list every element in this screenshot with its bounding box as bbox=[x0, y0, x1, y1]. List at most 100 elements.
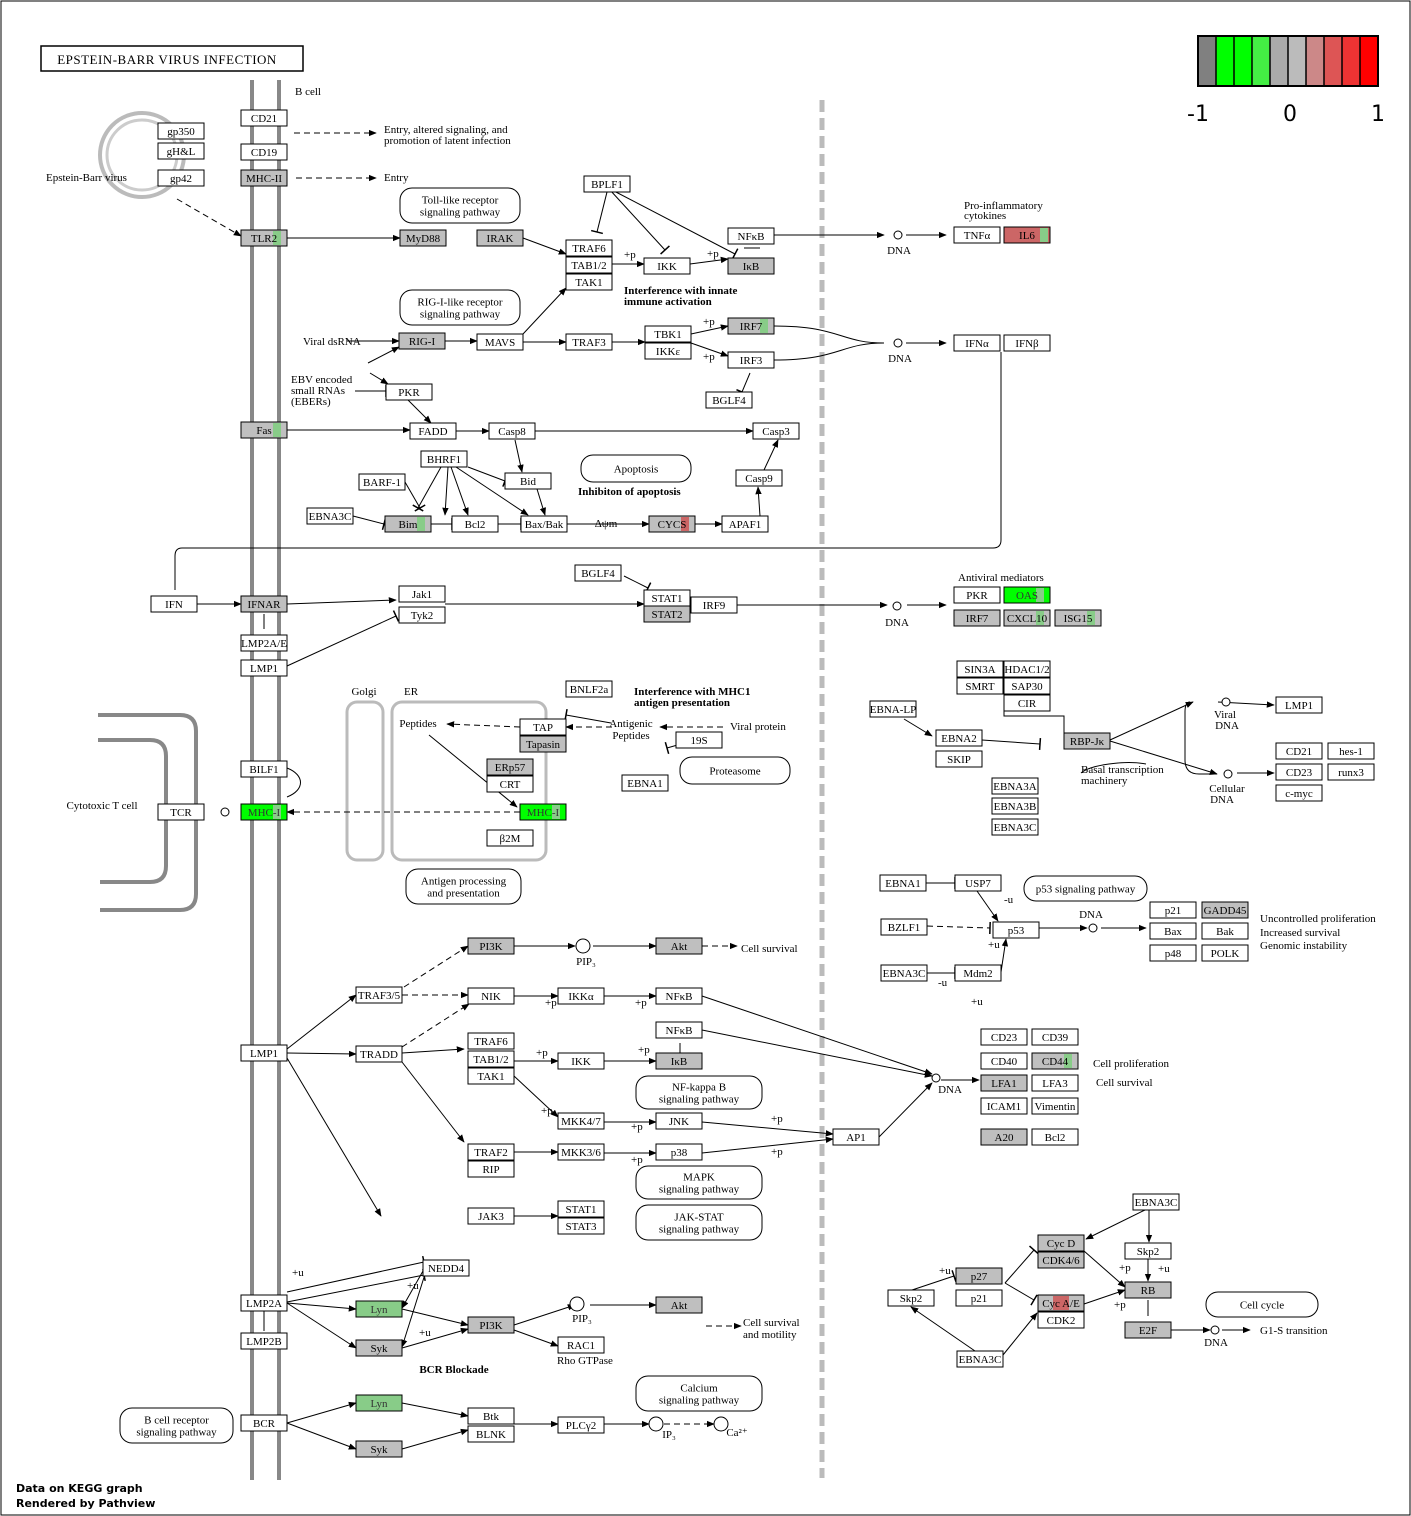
gene-node-cd23a[interactable]: CD23 bbox=[1275, 763, 1323, 781]
gene-node-pi3ka[interactable]: PI3K bbox=[467, 937, 515, 955]
gene-node-p21a[interactable]: p21 bbox=[1149, 901, 1197, 919]
gene-node-bcl2a[interactable]: Bcl2 bbox=[451, 515, 499, 533]
gene-node-blnk[interactable]: BLNK bbox=[467, 1425, 515, 1443]
gene-node-icam1[interactable]: ICAM1 bbox=[980, 1097, 1028, 1115]
gene-node-oas[interactable]: OAS bbox=[1003, 586, 1051, 604]
gene-node-traf2[interactable]: TRAF2 bbox=[467, 1143, 515, 1161]
gene-node-rb[interactable]: RB bbox=[1124, 1281, 1172, 1299]
gene-node-gp350[interactable]: gp350 bbox=[157, 122, 205, 140]
gene-node-tcr[interactable]: TCR bbox=[157, 803, 205, 821]
gene-node-ifn[interactable]: IFN bbox=[150, 595, 198, 613]
gene-node-rip[interactable]: RIP bbox=[467, 1160, 515, 1178]
gene-node-bhrf1[interactable]: BHRF1 bbox=[420, 450, 468, 468]
gene-node-ebna3a[interactable]: EBNA3A bbox=[991, 777, 1039, 795]
gene-node-tak1b[interactable]: TAK1 bbox=[467, 1067, 515, 1085]
gene-node-fadd[interactable]: FADD bbox=[409, 422, 457, 440]
gene-node-mhcia[interactable]: MHC-I bbox=[519, 803, 567, 821]
gene-node-ebna3cd[interactable]: EBNA3C bbox=[1132, 1193, 1180, 1211]
gene-node-nfkbc[interactable]: NFκB bbox=[655, 1021, 703, 1039]
gene-node-cycae[interactable]: Cyc A/E bbox=[1037, 1294, 1085, 1312]
gene-node-cmyc[interactable]: c-myc bbox=[1275, 784, 1323, 802]
gene-node-bglf4b[interactable]: BGLF4 bbox=[574, 564, 622, 582]
gene-node-cd21b[interactable]: CD21 bbox=[1275, 742, 1323, 760]
gene-node-bid[interactable]: Bid bbox=[504, 472, 552, 490]
gene-node-usp7[interactable]: USP7 bbox=[954, 874, 1002, 892]
gene-node-jnk[interactable]: JNK bbox=[655, 1112, 703, 1130]
gene-node-ebna1a[interactable]: EBNA1 bbox=[621, 774, 669, 792]
gene-node-cycd[interactable]: Cyc D bbox=[1037, 1234, 1085, 1252]
gene-node-e2f[interactable]: E2F bbox=[1124, 1321, 1172, 1339]
gene-node-stat1a[interactable]: STAT1 bbox=[643, 589, 691, 607]
gene-node-stat3[interactable]: STAT3 bbox=[557, 1217, 605, 1235]
gene-node-lyna[interactable]: Lyn bbox=[355, 1300, 403, 1318]
gene-node-tbk1[interactable]: TBK1 bbox=[644, 325, 692, 343]
gene-node-lmp1b[interactable]: LMP1 bbox=[1275, 696, 1323, 714]
gene-node-bnlf2a[interactable]: BNLF2a bbox=[565, 680, 613, 698]
gene-node-ebna3ca[interactable]: EBNA3C bbox=[306, 507, 354, 525]
gene-node-ghgl[interactable]: gH&L bbox=[157, 142, 205, 160]
gene-node-traf6b[interactable]: TRAF6 bbox=[467, 1032, 515, 1050]
gene-node-casp9[interactable]: Casp9 bbox=[735, 469, 783, 487]
gene-node-bplf1[interactable]: BPLF1 bbox=[583, 175, 631, 193]
gene-node-hes1[interactable]: hes-1 bbox=[1327, 742, 1375, 760]
gene-node-b2m[interactable]: β2M bbox=[486, 829, 534, 847]
gene-node-akta[interactable]: Akt bbox=[655, 937, 703, 955]
gene-node-ebna1b[interactable]: EBNA1 bbox=[879, 874, 927, 892]
gene-node-ebna3cc[interactable]: EBNA3C bbox=[880, 964, 928, 982]
gene-node-p27[interactable]: p27 bbox=[955, 1267, 1003, 1285]
gene-node-tap[interactable]: TAP bbox=[519, 718, 567, 736]
gene-node-cdk2[interactable]: CDK2 bbox=[1037, 1311, 1085, 1329]
gene-node-ebnalp[interactable]: EBNA-LP bbox=[869, 700, 917, 718]
gene-node-polk[interactable]: POLK bbox=[1201, 944, 1249, 962]
gene-node-irf7b[interactable]: IRF7 bbox=[953, 609, 1001, 627]
gene-node-lfa1[interactable]: LFA1 bbox=[980, 1074, 1028, 1092]
gene-node-apaf1[interactable]: APAF1 bbox=[721, 515, 769, 533]
gene-node-p38[interactable]: p38 bbox=[655, 1143, 703, 1161]
gene-node-tyk2[interactable]: Tyk2 bbox=[398, 606, 446, 624]
gene-node-irf3[interactable]: IRF3 bbox=[727, 351, 775, 369]
gene-node-traf3a[interactable]: TRAF3 bbox=[565, 333, 613, 351]
gene-node-casp3[interactable]: Casp3 bbox=[752, 422, 800, 440]
gene-node-jak3[interactable]: JAK3 bbox=[467, 1207, 515, 1225]
gene-node-irf7a[interactable]: IRF7 bbox=[727, 317, 775, 335]
gene-node-pi3kb[interactable]: PI3K bbox=[467, 1316, 515, 1334]
gene-node-nfkba[interactable]: NFκB bbox=[727, 227, 775, 245]
gene-node-skp2b[interactable]: Skp2 bbox=[887, 1289, 935, 1307]
gene-node-mdm2[interactable]: Mdm2 bbox=[954, 964, 1002, 982]
gene-node-hdac12[interactable]: HDAC1/2 bbox=[1003, 660, 1051, 678]
gene-node-crt[interactable]: CRT bbox=[486, 775, 534, 793]
gene-node-cdk46[interactable]: CDK4/6 bbox=[1037, 1251, 1085, 1269]
gene-node-ikkalpha[interactable]: IKKα bbox=[557, 987, 605, 1005]
gene-node-cd40[interactable]: CD40 bbox=[980, 1052, 1028, 1070]
gene-node-lmp2aea[interactable]: LMP2A/E bbox=[240, 634, 288, 652]
gene-node-ifna[interactable]: IFNα bbox=[953, 334, 1001, 352]
gene-node-lmp2a[interactable]: LMP2A bbox=[240, 1294, 288, 1312]
pathway-link-ccycle[interactable]: Cell cycle bbox=[1205, 1291, 1319, 1318]
gene-node-smrt[interactable]: SMRT bbox=[956, 677, 1004, 695]
gene-node-lynb[interactable]: Lyn bbox=[355, 1394, 403, 1412]
gene-node-btk[interactable]: Btk bbox=[467, 1407, 515, 1425]
gene-node-aktb[interactable]: Akt bbox=[655, 1296, 703, 1314]
pathway-link-prot[interactable]: Proteasome bbox=[679, 756, 791, 785]
gene-node-rigi[interactable]: RIG-I bbox=[398, 332, 446, 350]
gene-node-tlr2[interactable]: TLR2 bbox=[240, 229, 288, 247]
gene-node-cd23b[interactable]: CD23 bbox=[980, 1028, 1028, 1046]
gene-node-bcl2b[interactable]: Bcl2 bbox=[1031, 1128, 1079, 1146]
gene-node-tnfa[interactable]: TNFα bbox=[953, 226, 1001, 244]
pathway-link-p53p[interactable]: p53 signaling pathway bbox=[1023, 875, 1148, 902]
gene-node-isg15[interactable]: ISG15 bbox=[1054, 609, 1102, 627]
gene-node-ebna2[interactable]: EBNA2 bbox=[935, 729, 983, 747]
gene-node-rac1[interactable]: RAC1 bbox=[557, 1336, 605, 1354]
gene-node-lmp1c[interactable]: LMP1 bbox=[240, 1044, 288, 1062]
gene-node-stat2[interactable]: STAT2 bbox=[643, 605, 691, 623]
gene-node-lmp1a[interactable]: LMP1 bbox=[240, 659, 288, 677]
gene-node-traf6a[interactable]: TRAF6 bbox=[565, 239, 613, 257]
gene-node-mkk47[interactable]: MKK4/7 bbox=[557, 1112, 605, 1130]
gene-node-gp42[interactable]: gp42 bbox=[157, 169, 205, 187]
gene-node-a20[interactable]: A20 bbox=[980, 1128, 1028, 1146]
